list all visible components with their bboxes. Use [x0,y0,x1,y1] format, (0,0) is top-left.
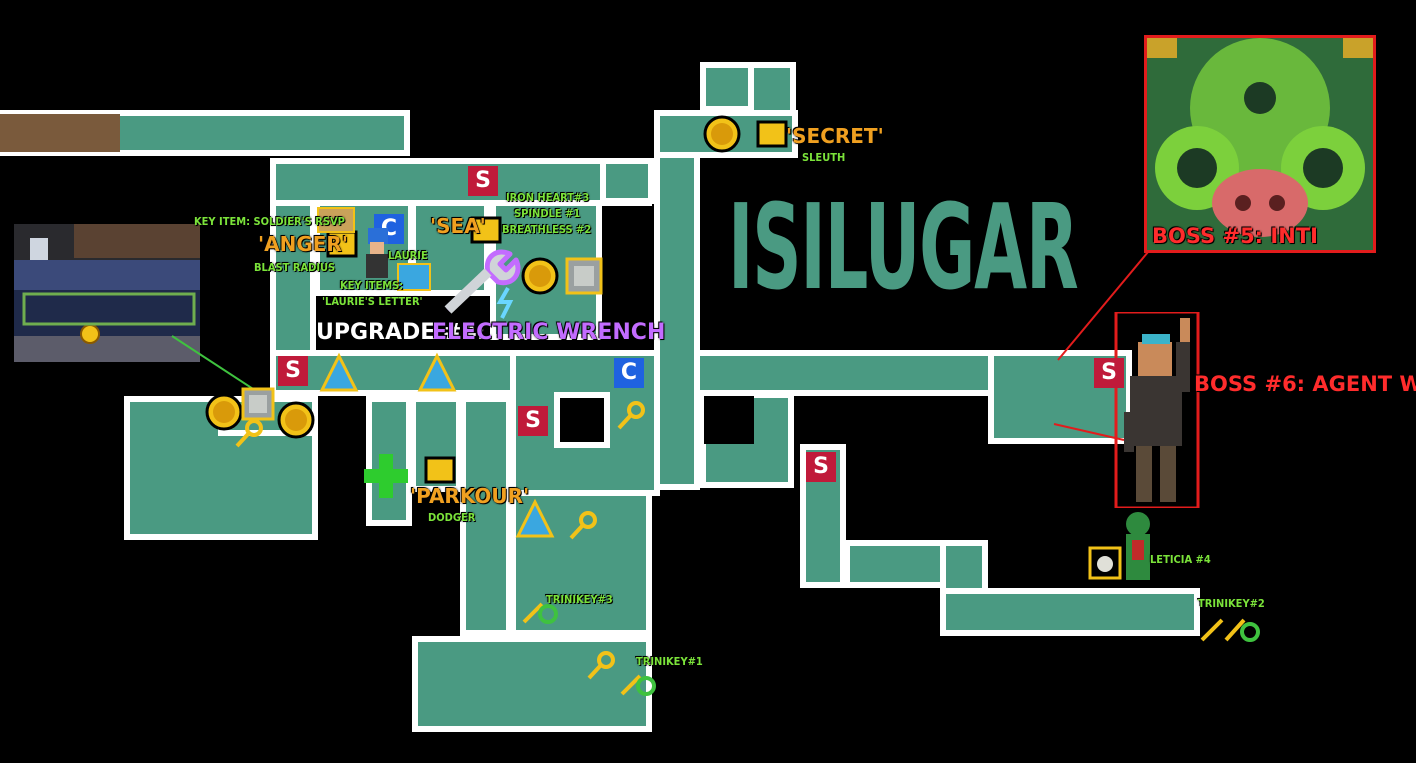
laurie-sprite [366,228,388,278]
trinikey-icon [522,602,558,624]
laurie-label: LAURIE [388,249,428,262]
room-tall-shaft [654,110,700,490]
boss-portrait-inti [1144,35,1376,253]
sea-label: 'SEA' [430,214,486,238]
room-parkour-shaft [366,396,412,526]
upgrade-name-label: ELECTRIC WRENCH [432,320,666,345]
room-parkour [410,396,462,492]
key-items-label: KEY ITEMS: [340,279,404,292]
wrench-upgrade-icon [444,249,521,319]
room-southeast-end [940,588,1200,636]
gold-coin-icon [703,115,741,153]
soldiers-rsvp-icon [317,207,355,233]
gold-ticket-icon [424,456,456,484]
room-shaft-2 [460,396,512,636]
trinikey1-label: TRINIKEY#1 [636,655,703,668]
leticia-label: LETICIA #4 [1150,553,1211,566]
boss6-label: BOSS #6: AGENT WHITE [1194,372,1416,396]
anger-label: 'ANGER' [258,232,348,256]
key-icon [235,419,263,448]
grey-crate-icon [397,263,431,291]
health-plus-icon [364,454,408,498]
save-point-icon: S [468,166,498,196]
room-boss-arena [988,350,1132,444]
parkour-label: 'PARKOUR' [410,484,530,508]
boss5-label: BOSS #5: INTI [1152,224,1318,248]
upgrade-prefix-label: UPGRADE #4: [316,320,486,345]
blue-potion-icon [417,352,457,392]
blast-radius-label: BLAST RADIUS [254,261,336,274]
room-east-hole [704,396,754,444]
grey-crate-icon [241,387,275,421]
trinikey2-label: TRINIKEY#2 [1198,597,1265,610]
dodger-label: DODGER [428,511,476,524]
grey-crate-icon [565,257,603,295]
blue-potion-icon [515,498,555,538]
gold-coin-icon [277,401,315,439]
spindle-label: SPINDLE #1 [514,207,581,220]
blue-door-icon: C [614,358,644,388]
trinikey-icon [1200,618,1260,642]
trinikey3-label: TRINIKEY#3 [546,593,613,606]
room-bottom [412,636,652,732]
room-upper-left [270,158,652,206]
gold-ticket-icon [326,230,358,258]
secret-label: 'SECRET' [786,124,884,148]
gold-ticket-icon [470,216,502,244]
gold-ticket-icon [756,120,788,148]
save-point-icon: S [518,406,548,436]
save-point-icon: S [806,452,836,482]
boss5-pointer-line [1057,251,1149,361]
room-upper-right-small [600,158,654,204]
lauries-letter-label: 'LAURIE'S LETTER' [322,295,423,308]
breathless-label: BREATHLESS #2 [502,223,592,236]
iron-heart-label: IRON HEART#3 [506,191,590,204]
save-point-icon: S [1094,358,1124,388]
minimap-inset [14,224,200,362]
boss6-pointer-line [1053,423,1125,441]
room-ring-hole [554,392,610,448]
key-icon [569,511,597,540]
blue-potion-icon [319,352,359,392]
key-icon [617,401,645,430]
leticia-item-icon [1088,546,1122,580]
room-entrance-brown [0,114,120,152]
leticia-sprite [1126,512,1150,580]
gold-coin-icon [205,393,243,431]
key-icon [587,651,615,680]
agent-white-sprite [1114,312,1200,508]
key-item-rsvp-label: KEY ITEM: SOLDIER'S RSVP [194,215,345,228]
map-title: ISILUGAR [728,178,1079,316]
sleuth-label: SLEUTH [802,151,846,164]
trinikey-icon [620,674,656,696]
save-point-icon: S [278,356,308,386]
gold-coin-icon [521,257,559,295]
